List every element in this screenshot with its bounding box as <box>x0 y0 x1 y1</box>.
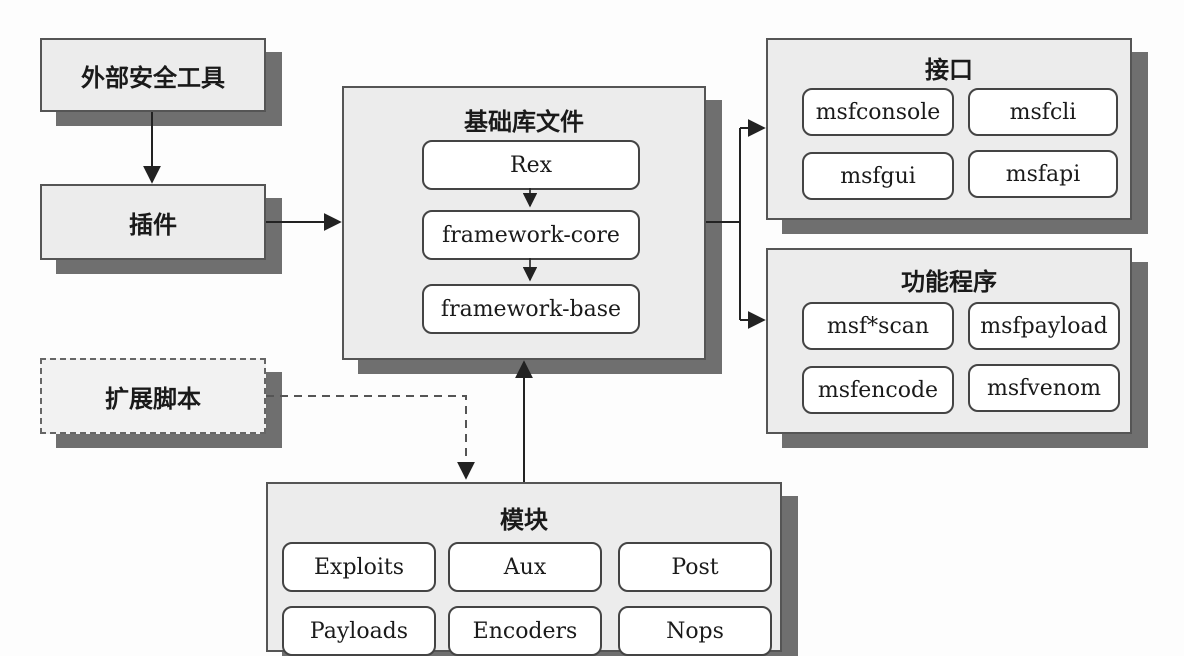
lib-framework-core: framework-core <box>422 210 640 260</box>
connectors <box>143 112 766 482</box>
interfaces-panel: 接口 msfconsole msfcli msfgui msfapi <box>766 38 1132 220</box>
module-post: Post <box>618 542 772 592</box>
lib-rex: Rex <box>422 140 640 190</box>
lib-framework-base: framework-base <box>422 284 640 334</box>
extension-scripts-label: 扩展脚本 <box>105 384 201 413</box>
modules-title: 模块 <box>500 506 548 534</box>
extension-scripts-box: 扩展脚本 <box>40 358 266 434</box>
external-tools-label: 外部安全工具 <box>81 63 225 92</box>
utility-msfvenom: msfvenom <box>968 364 1120 412</box>
base-libraries-panel: 基础库文件 Rex framework-core framework-base <box>342 86 706 360</box>
module-exploits: Exploits <box>282 542 436 592</box>
utilities-panel: 功能程序 msf*scan msfpayload msfencode msfve… <box>766 248 1132 434</box>
external-tools-box: 外部安全工具 <box>40 38 266 112</box>
interface-msfconsole: msfconsole <box>802 88 954 136</box>
utility-msfpayload: msfpayload <box>968 302 1120 350</box>
plugins-box: 插件 <box>40 184 266 260</box>
interfaces-title: 接口 <box>925 56 973 84</box>
interface-msfapi: msfapi <box>968 150 1118 198</box>
interface-msfgui: msfgui <box>802 152 954 200</box>
utility-msf-scan: msf*scan <box>802 302 954 350</box>
arrow-scripts-to-modules <box>266 395 475 480</box>
utility-msfencode: msfencode <box>802 366 954 414</box>
interface-msfcli: msfcli <box>968 88 1118 136</box>
plugins-label: 插件 <box>129 210 177 239</box>
utilities-title: 功能程序 <box>901 268 997 296</box>
module-aux: Aux <box>448 542 602 592</box>
base-libraries-title: 基础库文件 <box>464 108 584 136</box>
